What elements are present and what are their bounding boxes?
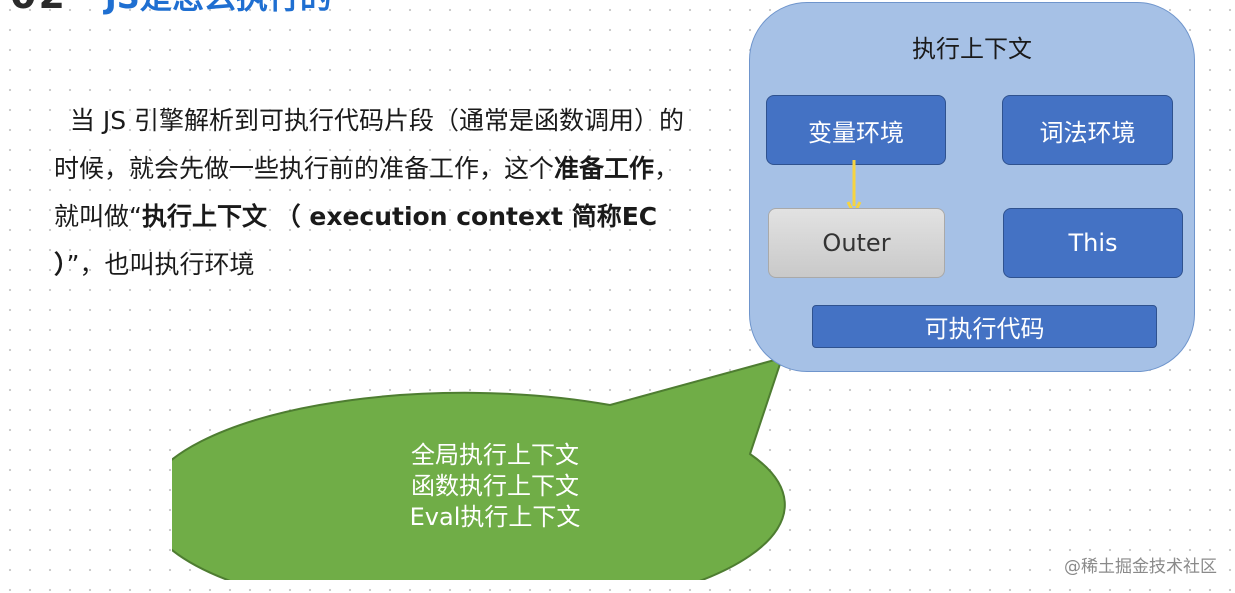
slide-header: 02 JS是怎么执行的 xyxy=(0,0,332,17)
description-paragraph: 当 JS 引擎解析到可执行代码片段（通常是函数调用）的时候，就会先做一些执行前的… xyxy=(54,97,694,289)
bubble-line-eval: Eval执行上下文 xyxy=(409,503,581,531)
execution-context-title: 执行上下文 xyxy=(912,35,1032,63)
outer-box: Outer xyxy=(768,208,945,278)
speech-bubble-shape xyxy=(172,356,786,580)
lexical-environment-box: 词法环境 xyxy=(1002,95,1173,165)
bubble-line-function: 函数执行上下文 xyxy=(411,472,579,500)
this-label: This xyxy=(1068,229,1118,257)
lexical-environment-label: 词法环境 xyxy=(1039,118,1136,147)
variable-environment-box: 变量环境 xyxy=(766,95,946,165)
watermark: @稀土掘金技术社区 xyxy=(1064,557,1217,577)
executable-code-label: 可执行代码 xyxy=(924,315,1045,343)
section-number: 02 xyxy=(10,0,67,17)
paragraph-bold-1: 准备工作 xyxy=(554,154,655,183)
this-box: This xyxy=(1003,208,1183,278)
speech-bubble xyxy=(172,356,786,580)
paragraph-text-2: ，就叫做“ xyxy=(54,154,680,231)
paragraph-text-3: ”，也叫执行环境 xyxy=(66,250,255,279)
section-title: JS是怎么执行的 xyxy=(105,0,332,18)
paragraph-text-1: 当 JS 引擎解析到可执行代码片段（通常是函数调用）的时候，就会先做一些执行前的… xyxy=(54,106,685,183)
variable-environment-label: 变量环境 xyxy=(808,118,904,147)
bubble-text: 全局执行上下文 函数执行上下文 Eval执行上下文 xyxy=(340,440,650,533)
outer-label: Outer xyxy=(822,229,891,257)
bubble-line-global: 全局执行上下文 xyxy=(411,441,579,469)
paragraph-bold-2: 执行上下文 （ execution context 简称EC ） xyxy=(54,202,658,279)
executable-code-box: 可执行代码 xyxy=(812,305,1157,348)
